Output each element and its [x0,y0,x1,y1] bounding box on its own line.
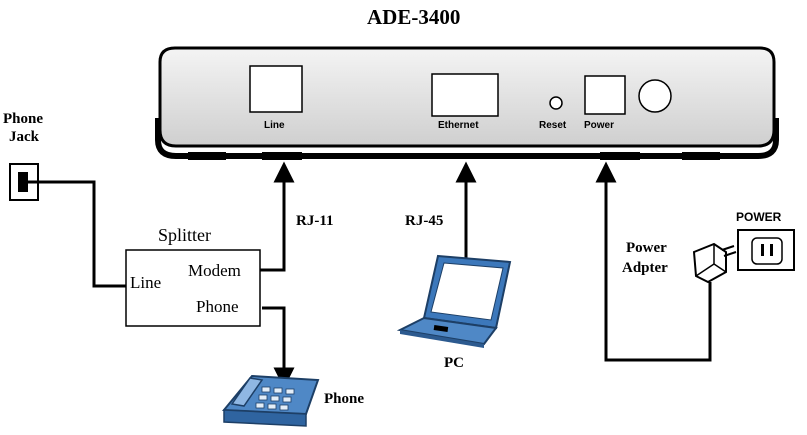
splitter-line-label: Line [130,274,161,291]
rj11-cable [260,172,284,270]
power-adapter-label-line2: Adpter [622,261,668,276]
rj45-label: RJ-45 [405,214,443,229]
device-foot-icon [188,152,226,160]
desk-phone-icon [224,376,318,426]
pc-label: PC [444,356,464,371]
splitter-modem-label: Modem [188,262,241,279]
line-port [250,66,302,112]
line-port-label: Line [264,121,285,131]
phone-jack-label-line1: Phone [3,112,43,127]
power-adapter-icon [694,244,736,282]
phone-label: Phone [324,392,364,407]
reset-button-icon [550,97,562,109]
phone-jack-label-line2: Jack [9,130,39,145]
wall-outlet-icon [738,230,794,270]
ade-3400-device [158,48,776,160]
outlet-label: POWER [736,211,781,223]
device-title: ADE-3400 [367,7,460,28]
phone-jack-cable [28,182,126,286]
power-switch-icon [639,80,671,112]
ethernet-port-label: Ethernet [438,121,479,131]
power-adapter-label-line1: Power [626,241,667,256]
splitter-phone-label: Phone [196,298,239,315]
device-foot-icon [682,152,720,160]
phone-cable [262,308,284,378]
splitter-title: Splitter [158,226,211,244]
device-foot-icon [600,152,640,160]
laptop-icon [400,256,510,348]
ethernet-port [432,74,498,116]
power-port [585,76,625,114]
rj11-label: RJ-11 [296,214,334,229]
power-port-label: Power [584,121,614,131]
device-foot-icon [262,152,302,160]
reset-label: Reset [539,121,566,131]
